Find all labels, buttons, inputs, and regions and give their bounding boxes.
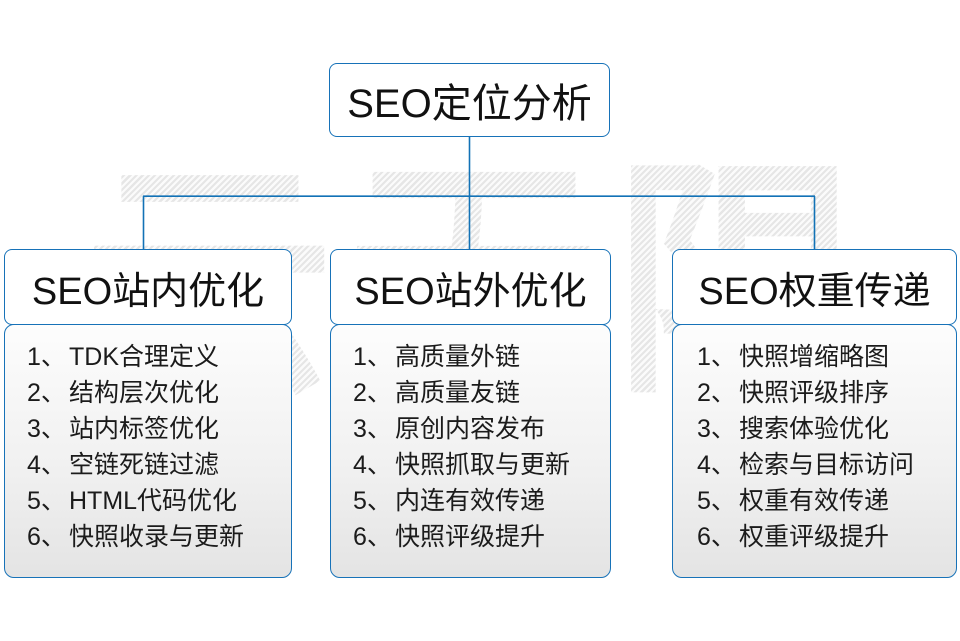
list-item: 2、 快照评级排序 bbox=[697, 375, 956, 411]
branch-1-panel: 1、 TDK合理定义 2、 结构层次优化 3、 站内标签优化 4、 空链死链过滤… bbox=[4, 324, 292, 578]
list-item-label: 站内标签优化 bbox=[69, 415, 220, 443]
list-item-index: 6、 bbox=[697, 523, 736, 551]
list-item: 4、 快照抓取与更新 bbox=[353, 447, 610, 483]
list-item-index: 4、 bbox=[27, 451, 66, 479]
list-item-label: HTML代码优化 bbox=[69, 487, 238, 515]
list-item: 2、 高质量友链 bbox=[353, 375, 610, 411]
node-branch-2[interactable]: SEO站外优化 bbox=[330, 249, 611, 325]
list-item-index: 6、 bbox=[353, 523, 392, 551]
list-item-label: 搜索体验优化 bbox=[739, 415, 890, 443]
list-item: 4、 空链死链过滤 bbox=[27, 447, 291, 483]
list-item-label: 原创内容发布 bbox=[395, 415, 546, 443]
node-root-title: SEO定位分析 bbox=[347, 82, 592, 126]
list-item-index: 3、 bbox=[353, 415, 392, 443]
list-item-label: 高质量友链 bbox=[395, 379, 521, 407]
branch-3-item-list: 1、 快照增缩略图 2、 快照评级排序 3、 搜索体验优化 4、 检索与目标访问… bbox=[673, 339, 956, 555]
list-item-index: 2、 bbox=[353, 379, 392, 407]
branch-3-panel: 1、 快照增缩略图 2、 快照评级排序 3、 搜索体验优化 4、 检索与目标访问… bbox=[672, 324, 957, 578]
list-item-label: 快照收录与更新 bbox=[69, 523, 245, 551]
list-item-label: 快照评级提升 bbox=[395, 523, 546, 551]
node-branch-1-title: SEO站内优化 bbox=[31, 270, 265, 313]
list-item: 1、 TDK合理定义 bbox=[27, 339, 291, 375]
branch-1-item-list: 1、 TDK合理定义 2、 结构层次优化 3、 站内标签优化 4、 空链死链过滤… bbox=[5, 339, 291, 555]
list-item-index: 2、 bbox=[27, 379, 66, 407]
list-item-label: 检索与目标访问 bbox=[739, 451, 915, 479]
list-item-index: 5、 bbox=[697, 487, 736, 515]
list-item-label: 权重评级提升 bbox=[739, 523, 890, 551]
list-item: 4、 检索与目标访问 bbox=[697, 447, 956, 483]
node-branch-3[interactable]: SEO权重传递 bbox=[672, 249, 957, 325]
list-item-label: 快照评级排序 bbox=[739, 379, 890, 407]
list-item-index: 3、 bbox=[27, 415, 66, 443]
branch-2-item-list: 1、 高质量外链 2、 高质量友链 3、 原创内容发布 4、 快照抓取与更新 5… bbox=[331, 339, 610, 555]
list-item-label: 空链死链过滤 bbox=[69, 451, 220, 479]
list-item-index: 1、 bbox=[27, 343, 66, 371]
list-item-index: 3、 bbox=[697, 415, 736, 443]
list-item-label: 内连有效传递 bbox=[395, 487, 546, 515]
node-branch-3-title: SEO权重传递 bbox=[698, 270, 931, 313]
branch-2-panel: 1、 高质量外链 2、 高质量友链 3、 原创内容发布 4、 快照抓取与更新 5… bbox=[330, 324, 611, 578]
list-item: 3、 站内标签优化 bbox=[27, 411, 291, 447]
list-item-index: 5、 bbox=[353, 487, 392, 515]
list-item: 3、 原创内容发布 bbox=[353, 411, 610, 447]
list-item: 5、 权重有效传递 bbox=[697, 483, 956, 519]
node-root[interactable]: SEO定位分析 bbox=[329, 63, 610, 137]
list-item-label: 快照增缩略图 bbox=[739, 343, 890, 371]
list-item-index: 5、 bbox=[27, 487, 66, 515]
list-item-index: 4、 bbox=[697, 451, 736, 479]
node-branch-2-title: SEO站外优化 bbox=[354, 270, 587, 313]
list-item-index: 6、 bbox=[27, 523, 66, 551]
list-item-label: 快照抓取与更新 bbox=[395, 451, 571, 479]
list-item: 6、 快照评级提升 bbox=[353, 519, 610, 555]
list-item-index: 4、 bbox=[353, 451, 392, 479]
list-item: 5、 内连有效传递 bbox=[353, 483, 610, 519]
list-item-index: 2、 bbox=[697, 379, 736, 407]
list-item: 5、 HTML代码优化 bbox=[27, 483, 291, 519]
list-item-index: 1、 bbox=[697, 343, 736, 371]
list-item: 3、 搜索体验优化 bbox=[697, 411, 956, 447]
list-item-label: 高质量外链 bbox=[395, 343, 521, 371]
list-item-label: TDK合理定义 bbox=[69, 343, 220, 371]
branch-column-2: SEO站外优化 1、 高质量外链 2、 高质量友链 3、 原创内容发布 4、 快 bbox=[330, 249, 611, 578]
list-item: 1、 快照增缩略图 bbox=[697, 339, 956, 375]
list-item-index: 1、 bbox=[353, 343, 392, 371]
list-item: 1、 高质量外链 bbox=[353, 339, 610, 375]
list-item: 6、 快照收录与更新 bbox=[27, 519, 291, 555]
branch-column-3: SEO权重传递 1、 快照增缩略图 2、 快照评级排序 3、 搜索体验优化 4、 bbox=[672, 249, 957, 578]
branch-column-1: SEO站内优化 1、 TDK合理定义 2、 结构层次优化 3、 站内标签优化 4… bbox=[4, 249, 292, 578]
list-item: 6、 权重评级提升 bbox=[697, 519, 956, 555]
list-item-label: 结构层次优化 bbox=[69, 379, 220, 407]
node-branch-1[interactable]: SEO站内优化 bbox=[4, 249, 292, 325]
list-item: 2、 结构层次优化 bbox=[27, 375, 291, 411]
list-item-label: 权重有效传递 bbox=[739, 487, 890, 515]
